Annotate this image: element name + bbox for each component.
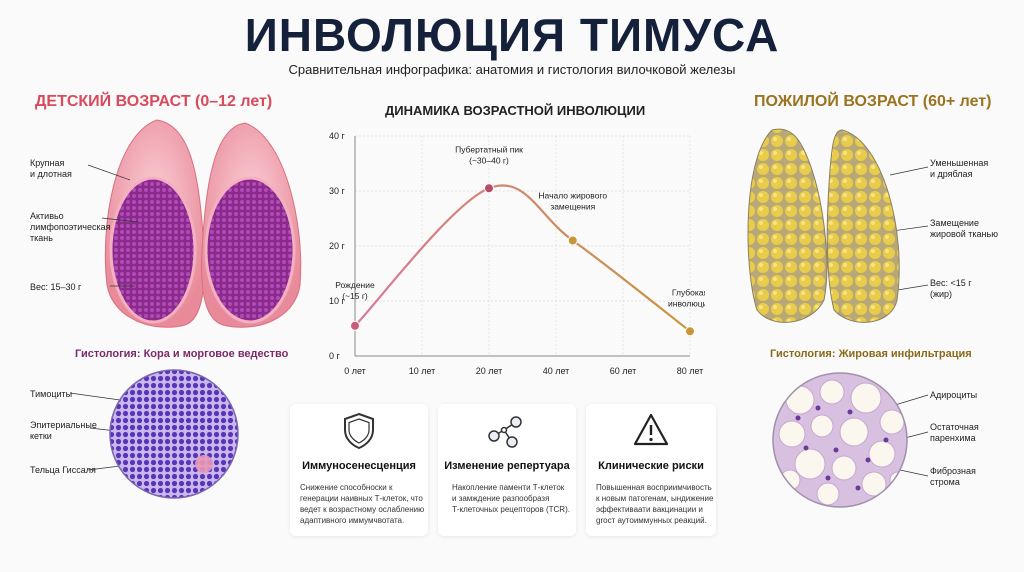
x-tick-label: 40 лет [543, 366, 570, 376]
elderly-histology-circle [772, 372, 908, 508]
card-title: Клинические риски [598, 460, 704, 472]
y-tick-label: 0 г [329, 351, 341, 361]
elderly-histology-title: Гистология: Жировая инфильтрация [770, 348, 972, 360]
elderly-age-heading: ПОЖИЛОЙ ВОЗРАСТ (60+ лет) [754, 93, 992, 110]
young-label-weight: Вес: 15–30 г [30, 282, 82, 292]
elderly-histo-label-parenchyma: Остаточная паренхима [930, 422, 979, 443]
young-thymus-illustration [104, 119, 302, 328]
young-histology-circle [109, 369, 239, 499]
elderly-thymus-illustration [747, 128, 900, 323]
elderly-histo-label-adipocytes: Адироциты [930, 390, 978, 400]
y-tick-label: 10 г [329, 296, 346, 306]
point-annotation: Глубокаяинволюция [668, 287, 705, 308]
involution-chart: 0 г 10 г 20 г 30 г 40 г 0 лет 10 лет 20 лет 40 л… [329, 131, 705, 376]
y-tick-label: 20 г [329, 241, 346, 251]
x-tick-label: 80 лет [677, 366, 704, 376]
card-title: Изменение репертуара [444, 460, 570, 472]
x-tick-label: 10 лет [409, 366, 436, 376]
elderly-label-reduced: Уменьшенная и дряблая [930, 158, 989, 179]
card-text: Накопление паменти Т-клеток и замждение … [452, 483, 570, 514]
x-tick-label: 20 лет [476, 366, 503, 376]
elderly-label-fat: Замещение жировой тканью [930, 218, 998, 239]
chart-title: ДИНАМИКА ВОЗРАСТНОЙ ИНВОЛЮЦИИ [385, 103, 646, 118]
data-point [685, 326, 695, 337]
young-histo-label-thymocytes: Тимоциты [30, 389, 73, 399]
young-histology-title: Гистология: Кора и морговое ведество [75, 348, 289, 360]
molecule-icon [488, 416, 522, 448]
elderly-histo-label-stroma: Фиброзная строма [930, 466, 976, 487]
young-label-large: Крупная и длотная [30, 158, 72, 179]
page-title: ИНВОЛЮЦИЯ ТИМУСА [244, 9, 780, 61]
young-histo-label-hassall: Тельца Гиссаля [30, 465, 96, 475]
page-subtitle: Сравнительная инфографика: анатомия и ги… [288, 62, 736, 77]
point-annotation: Рождение(~15 г) [335, 280, 375, 301]
child-age-heading: ДЕТСКИЙ ВОЗРАСТ (0–12 лет) [35, 93, 273, 110]
x-tick-label: 60 лет [610, 366, 637, 376]
warning-icon [633, 413, 669, 446]
card-repertoire: Изменение репертуара Накопление паменти … [438, 404, 576, 536]
y-tick-label: 30 г [329, 186, 346, 196]
shield-icon [344, 412, 374, 450]
young-label-active: Активьо лимфопоэтическая ткань [30, 211, 111, 243]
elderly-label-weight: Вес: <15 г (жир) [930, 278, 972, 299]
card-text: Повышенная восприимчивость к новым патог… [596, 483, 714, 525]
data-point [350, 320, 360, 331]
series-line [354, 184, 691, 333]
card-text: Снижение способноски к генерации наивных… [300, 483, 425, 525]
young-histo-label-epithelial: Эпитериальные кетки [30, 420, 97, 441]
card-immunosenescence: Иммуносенесценция Снижение способноски к… [290, 404, 428, 536]
point-annotation: Пубертатный пик(~30–40 г) [455, 144, 523, 165]
card-title: Иммуносенесценция [302, 460, 416, 472]
x-tick-label: 0 лет [344, 366, 366, 376]
data-point [567, 235, 578, 246]
card-clinical-risks: Клинические риски Повышенная восприимчив… [586, 404, 716, 536]
y-tick-label: 40 г [329, 131, 346, 141]
data-point [484, 183, 494, 194]
